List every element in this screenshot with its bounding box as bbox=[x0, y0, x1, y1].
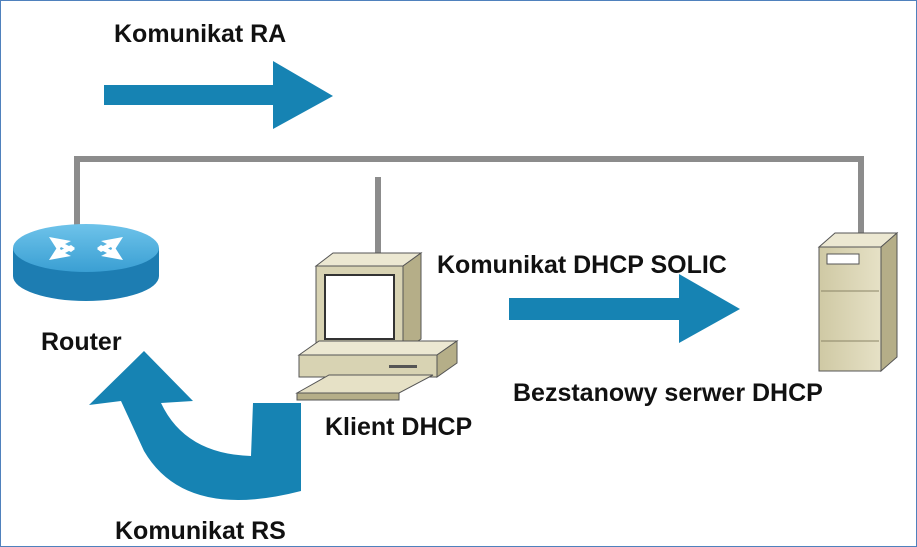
client-label: Klient DHCP bbox=[325, 413, 473, 441]
stateless-server-label: Bezstanowy serwer DHCP bbox=[513, 379, 823, 407]
rs-curved-arrow-icon bbox=[89, 351, 301, 500]
solicit-message-label: Komunikat DHCP SOLIC bbox=[437, 251, 727, 279]
solicit-arrow-icon bbox=[509, 274, 740, 343]
ra-message-label: Komunikat RA bbox=[114, 20, 287, 48]
router-icon bbox=[13, 224, 159, 301]
network-links bbox=[74, 156, 864, 253]
router-label: Router bbox=[41, 328, 122, 356]
desktop-computer-icon bbox=[295, 252, 459, 401]
ra-arrow-icon bbox=[104, 61, 333, 129]
tower-server-icon bbox=[817, 231, 899, 373]
rs-message-label: Komunikat RS bbox=[115, 517, 286, 545]
shared-bus-line bbox=[74, 156, 864, 237]
